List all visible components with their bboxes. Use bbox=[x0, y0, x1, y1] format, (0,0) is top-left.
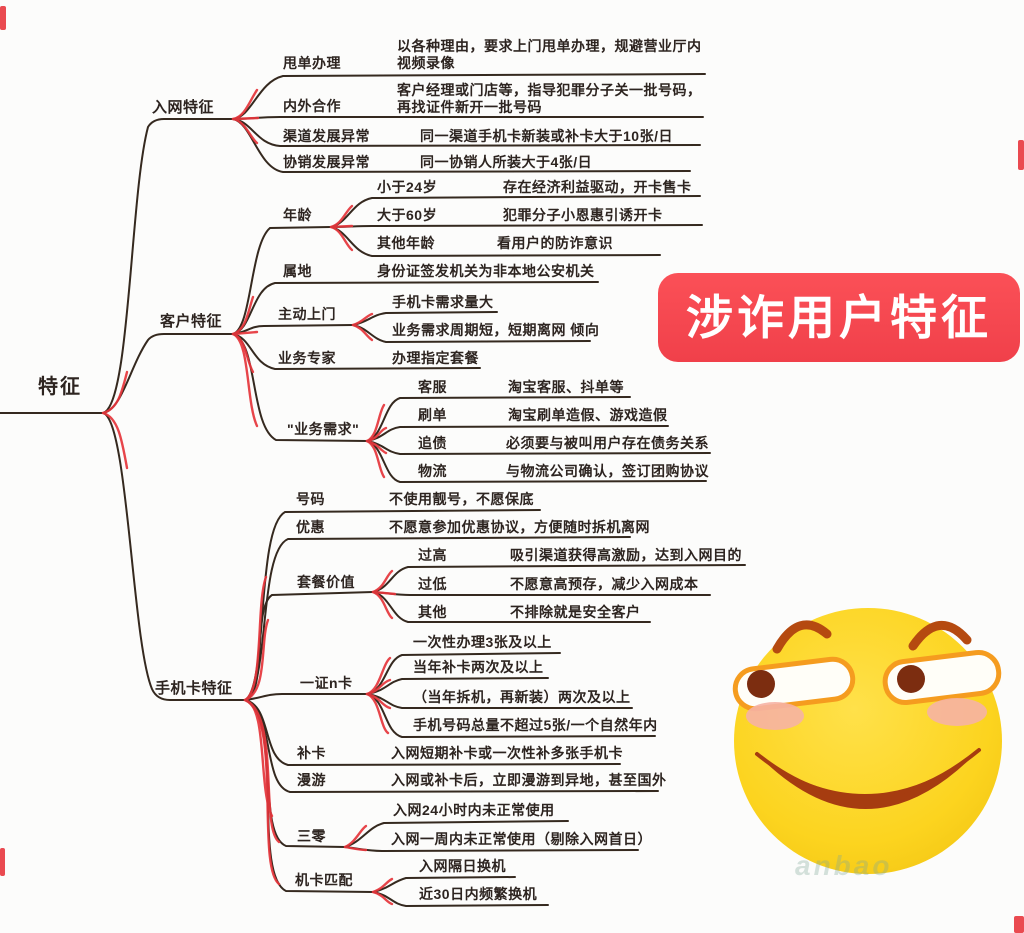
node-shudi-label: 属地 bbox=[283, 263, 312, 279]
node-shudi-detail: 身份证签发机关为非本地公安机关 bbox=[377, 263, 595, 279]
node-xiexiao-detail: 同一协销人所装大于4张/日 bbox=[420, 154, 593, 170]
node-yewuxuqiu-label: "业务需求" bbox=[287, 421, 360, 437]
node-jika-detail-2: 近30日内频繁换机 bbox=[419, 886, 538, 902]
node-shuadan-label: 刷单 bbox=[418, 407, 447, 423]
branch-ruwang-label: 入网特征 bbox=[152, 99, 215, 116]
emoji-eyebrow-left bbox=[772, 620, 832, 654]
node-shuaidan-label: 甩单办理 bbox=[283, 55, 341, 71]
node-manyou-detail: 入网或补卡后，立即漫游到异地，甚至国外 bbox=[391, 772, 667, 788]
node-jika-detail-1: 入网隔日换机 bbox=[419, 858, 506, 874]
node-gt60-detail: 犯罪分子小恩惠引诱开卡 bbox=[503, 207, 663, 223]
node-wuliu-label: 物流 bbox=[418, 463, 447, 479]
edge-mark-left-lower bbox=[0, 848, 5, 876]
node-nianling-label: 年龄 bbox=[283, 207, 312, 223]
node-otherage-detail: 看用户的防诈意识 bbox=[497, 235, 613, 251]
node-guogao-label: 过高 bbox=[418, 547, 447, 563]
title-banner: 涉诈用户特征 bbox=[658, 273, 1020, 362]
watermark-text: anbao bbox=[795, 850, 893, 881]
node-haoma-label: 号码 bbox=[296, 491, 325, 507]
node-gt60-label: 大于60岁 bbox=[377, 207, 438, 223]
smiley-emoji-icon bbox=[732, 608, 1002, 874]
emoji-eyebrow-right bbox=[908, 620, 972, 651]
node-jika-label: 机卡匹配 bbox=[295, 872, 353, 888]
node-guodi-label: 过低 bbox=[418, 576, 447, 592]
node-zhuizhai-detail: 必须要与被叫用户存在债务关系 bbox=[506, 435, 709, 451]
node-sanling-detail-1: 入网24小时内未正常使用 bbox=[393, 802, 555, 818]
node-qita-label: 其他 bbox=[418, 604, 447, 620]
node-kefu-detail: 淘宝客服、抖单等 bbox=[508, 379, 624, 395]
node-lt24-label: 小于24岁 bbox=[377, 179, 438, 195]
node-guogao-detail: 吸引渠道获得高激励，达到入网目的 bbox=[510, 547, 742, 563]
node-zhudong-detail-1: 手机卡需求量大 bbox=[392, 294, 494, 310]
node-taocan-label: 套餐价值 bbox=[297, 574, 355, 590]
node-zhudong-detail-2: 业务需求周期短，短期离网 倾向 bbox=[392, 322, 600, 338]
node-youhui-detail: 不愿意参加优惠协议，方便随时拆机离网 bbox=[389, 519, 650, 535]
emoji-mouth bbox=[757, 750, 979, 810]
branch-shoujika-label: 手机卡特征 bbox=[155, 680, 233, 697]
edge-mark-top-left bbox=[0, 6, 6, 30]
emoji-pupil-right bbox=[897, 665, 925, 693]
root-node-label: 特征 bbox=[38, 376, 82, 398]
node-xiexiao-label: 协销发展异常 bbox=[283, 154, 370, 170]
branch-kehu-label: 客户特征 bbox=[160, 313, 223, 330]
node-haoma-detail: 不使用靓号，不愿保底 bbox=[389, 491, 534, 507]
node-zhudong-label: 主动上门 bbox=[278, 306, 336, 322]
node-buka-label: 补卡 bbox=[297, 745, 326, 761]
node-buka-detail: 入网短期补卡或一次性补多张手机卡 bbox=[391, 745, 623, 761]
node-neiwai-detail: 客户经理或门店等，指导犯罪分子关一批号码，再找证件新开一批号码 bbox=[397, 82, 702, 115]
edge-mark-right-upper bbox=[1018, 140, 1024, 170]
node-manyou-label: 漫游 bbox=[297, 772, 326, 788]
node-neiwai-label: 内外合作 bbox=[283, 98, 341, 114]
node-zhuanjia-detail: 办理指定套餐 bbox=[392, 350, 479, 366]
node-otherage-label: 其他年龄 bbox=[377, 235, 435, 251]
node-youhui-label: 优惠 bbox=[296, 519, 325, 535]
node-yizheng-detail-2: 当年补卡两次及以上 bbox=[413, 659, 544, 675]
node-sanling-label: 三零 bbox=[297, 828, 326, 844]
node-qudao-detail: 同一渠道手机卡新装或补卡大于10张/日 bbox=[420, 128, 673, 144]
node-kefu-label: 客服 bbox=[418, 379, 447, 395]
node-yizheng-label: 一证n卡 bbox=[300, 675, 353, 691]
node-shuaidan-detail: 以各种理由，要求上门甩单办理，规避营业厅内视频录像 bbox=[397, 38, 702, 71]
node-qudao-label: 渠道发展异常 bbox=[283, 128, 370, 144]
edge-mark-bottom-right bbox=[1014, 916, 1024, 933]
emoji-cheek-left bbox=[746, 702, 804, 730]
node-zhuanjia-label: 业务专家 bbox=[278, 350, 336, 366]
node-yizheng-detail-4: 手机号码总量不超过5张/一个自然年内 bbox=[413, 717, 658, 733]
node-zhuizhai-label: 追债 bbox=[418, 435, 447, 451]
node-wuliu-detail: 与物流公司确认，签订团购协议 bbox=[506, 463, 709, 479]
emoji-cheek-right bbox=[927, 698, 987, 726]
node-qita-detail: 不排除就是安全客户 bbox=[510, 604, 641, 620]
node-lt24-detail: 存在经济利益驱动，开卡售卡 bbox=[503, 179, 692, 195]
node-shuadan-detail: 淘宝刷单造假、游戏造假 bbox=[508, 407, 668, 423]
node-yizheng-detail-3: （当年拆机，再新装）两次及以上 bbox=[413, 689, 631, 705]
node-guodi-detail: 不愿意高预存，减少入网成本 bbox=[510, 576, 699, 592]
node-sanling-detail-2: 入网一周内未正常使用（剔除入网首日） bbox=[391, 831, 652, 847]
emoji-pupil-left bbox=[747, 670, 775, 698]
node-yizheng-detail-1: 一次性办理3张及以上 bbox=[413, 634, 552, 650]
